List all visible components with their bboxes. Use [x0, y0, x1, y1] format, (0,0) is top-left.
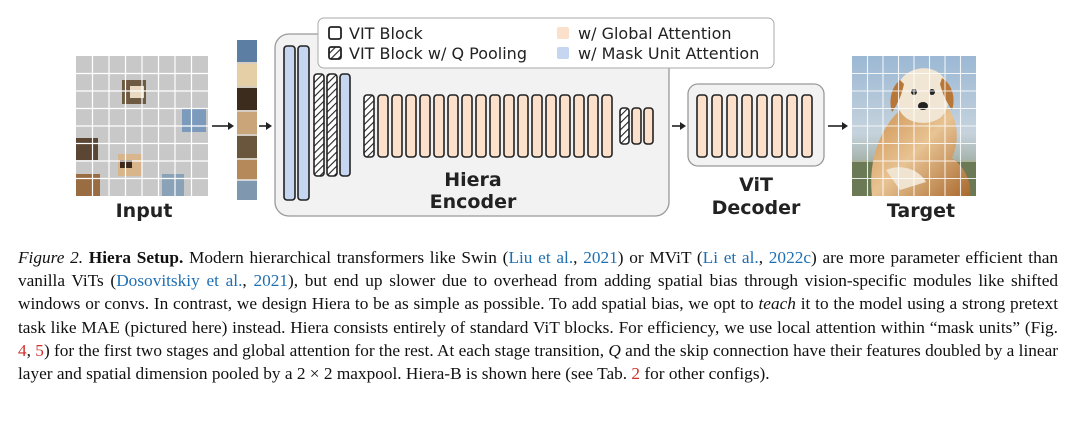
- decoder-label-line2: Decoder: [712, 197, 801, 219]
- legend: VIT Block VIT Block w/ Q Pooling w/ Glob…: [317, 17, 775, 69]
- caption-symbol-q: Q: [608, 340, 621, 360]
- target-image: [852, 56, 976, 196]
- stage2-mask-unit-blocks: [313, 73, 351, 177]
- caption-text: ,: [242, 271, 254, 291]
- arrow-head-tokens: [266, 122, 272, 130]
- caption-text: Modern hierarchical transformers like Sw…: [183, 248, 509, 267]
- caption-text: ) are more parameter efficient than vani…: [18, 248, 1059, 291]
- caption-text: ) for the first two stages and global at…: [43, 340, 609, 360]
- caption-emphasis-teach: teach: [758, 294, 796, 314]
- legend-qpool-label: VIT Block w/ Q Pooling: [349, 44, 527, 63]
- citation-liu-year[interactable]: 2021: [583, 248, 618, 267]
- citation-li-year[interactable]: 2022c: [768, 248, 812, 267]
- caption-text: ,: [758, 248, 769, 267]
- figure-caption: Figure 2. Hiera Setup. Modern hierarchic…: [18, 246, 1058, 385]
- caption-figure-label: Figure 2.: [18, 248, 84, 267]
- citation-li[interactable]: Li et al.: [702, 248, 759, 267]
- caption-text: it to the model using a strong pretext t…: [18, 294, 1058, 337]
- arrow-head-decoder: [842, 122, 848, 130]
- caption-title: Hiera Setup.: [88, 248, 184, 267]
- legend-mask-unit-swatch: [557, 47, 569, 59]
- ref-fig-5[interactable]: 5: [35, 340, 44, 360]
- stage1-mask-unit-blocks: [283, 45, 310, 201]
- citation-dosovitskiy-year[interactable]: 2021: [253, 271, 289, 291]
- caption-text: ) or MViT (: [617, 248, 703, 267]
- legend-vit-block-label: VIT Block: [349, 24, 424, 43]
- caption-text: for other configs).: [640, 364, 770, 384]
- stage4-global-blocks: [619, 107, 654, 145]
- hiera-setup-figure: VIT Block VIT Block w/ Q Pooling w/ Glob…: [76, 17, 976, 222]
- legend-background: [317, 17, 775, 69]
- ref-fig-4[interactable]: 4: [18, 340, 27, 360]
- encoder-label-line1: Hiera: [444, 169, 502, 191]
- visible-token-column: [237, 40, 257, 200]
- decoder-blocks: [696, 94, 813, 158]
- caption-text: ,: [573, 248, 584, 267]
- input-masked-image: [76, 56, 208, 196]
- legend-mask-unit-label: w/ Mask Unit Attention: [578, 44, 759, 63]
- caption-text: ,: [26, 340, 36, 360]
- arrow-head-encoder: [680, 122, 686, 130]
- legend-qpool-swatch: [328, 46, 342, 60]
- arrow-head-input: [228, 122, 234, 130]
- stage3-global-blocks: [363, 94, 613, 158]
- target-label: Target: [887, 200, 955, 222]
- caption-text: ), but end up slower due to overhead fro…: [18, 271, 1059, 314]
- encoder-label-line2: Encoder: [430, 191, 517, 213]
- citation-liu[interactable]: Liu et al.: [508, 248, 574, 267]
- decoder-label-line1: ViT: [739, 174, 773, 196]
- legend-global-swatch: [557, 27, 569, 39]
- citation-dosovitskiy[interactable]: Dosovitskiy et al.: [116, 271, 243, 291]
- ref-tab-2[interactable]: 2: [631, 364, 641, 384]
- legend-vit-block-swatch: [328, 26, 342, 40]
- caption-text: and the skip connection have their featu…: [18, 340, 1059, 384]
- legend-global-label: w/ Global Attention: [578, 24, 732, 43]
- input-label: Input: [116, 200, 173, 222]
